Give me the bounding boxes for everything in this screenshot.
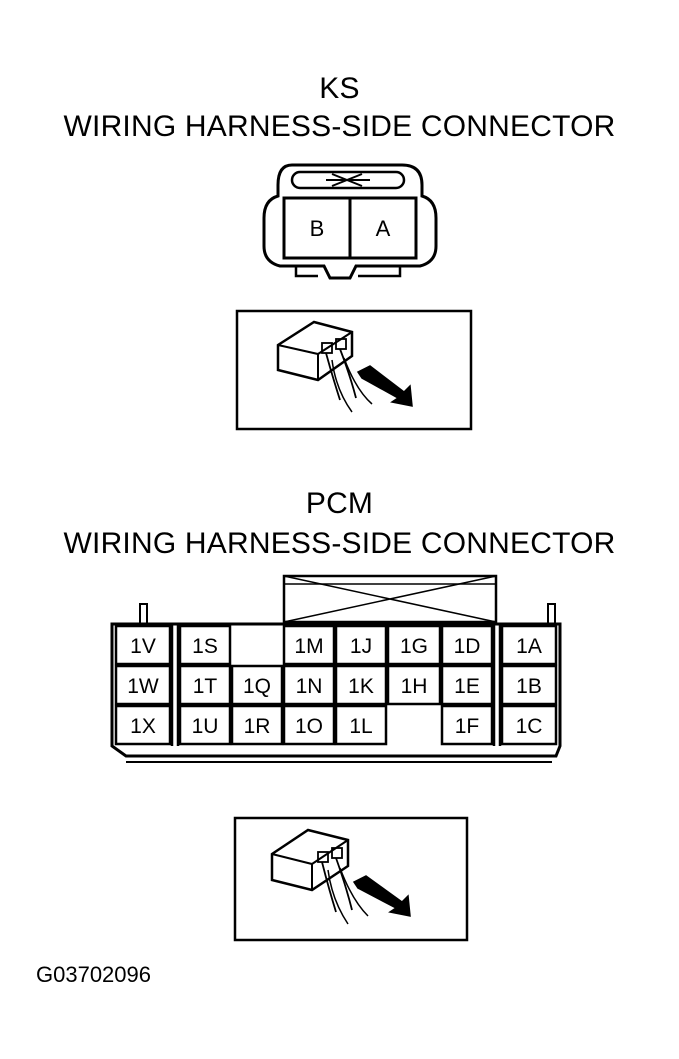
pcm-terminal-1m: 1M — [294, 635, 323, 658]
pcm-terminal-1e: 1E — [454, 675, 480, 698]
ks-terminal-a: A — [376, 216, 391, 241]
pcm-terminal-1d: 1D — [454, 635, 481, 658]
pcm-terminal-cell — [230, 704, 284, 746]
pcm-terminal-cell — [440, 624, 494, 666]
pcm-terminal-grid: 1V 1S 1M 1J 1G 1D 1A 1W 1T 1Q 1N 1K 1H 1E 1B 1X 1U 1R 1O 1L… — [114, 624, 558, 746]
pcm-terminal-1n: 1N — [296, 675, 323, 698]
pcm-terminal-1b: 1B — [516, 675, 542, 698]
pcm-terminal-cell — [114, 624, 172, 666]
pcm-terminal-1o: 1O — [295, 715, 323, 738]
pcm-terminal-cell — [440, 704, 494, 746]
ks-title: KS — [319, 72, 360, 105]
pcm-terminal-1w: 1W — [127, 675, 159, 698]
pcm-terminal-cell — [230, 664, 284, 706]
pcm-terminal-1l: 1L — [349, 715, 372, 738]
pcm-terminal-cell — [282, 664, 336, 706]
pcm-connector-diagram — [110, 574, 562, 763]
pcm-terminal-cell — [178, 664, 232, 706]
ks-subtitle: WIRING HARNESS-SIDE CONNECTOR — [63, 110, 616, 143]
pcm-terminal-1s: 1S — [192, 635, 218, 658]
pcm-terminal-cell — [114, 664, 172, 706]
pcm-terminal-1v: 1V — [130, 635, 156, 658]
pcm-subtitle: WIRING HARNESS-SIDE CONNECTOR — [63, 527, 616, 560]
pcm-terminal-cell — [282, 624, 336, 666]
pcm-terminal-cell — [386, 624, 442, 666]
pcm-title: PCM — [305, 487, 374, 520]
pcm-terminal-cell — [334, 664, 388, 706]
ks-connector-housing — [262, 163, 438, 280]
pcm-terminal-1g: 1G — [400, 635, 428, 658]
pcm-terminal-1u: 1U — [192, 715, 219, 738]
pcm-terminal-cell — [500, 624, 558, 666]
ks-probe-illustration — [235, 309, 473, 431]
pcm-terminal-1t: 1T — [193, 675, 218, 698]
pcm-terminal-cell — [500, 704, 558, 746]
pcm-terminal-cell — [114, 704, 172, 746]
pcm-terminal-cell — [282, 704, 336, 746]
pcm-terminal-1q: 1Q — [243, 675, 271, 698]
pcm-terminal-cell — [334, 704, 388, 746]
pcm-terminal-cell — [334, 624, 388, 666]
pcm-terminal-cell — [500, 664, 558, 706]
pcm-terminal-1a: 1A — [516, 635, 542, 658]
pcm-terminal-1x: 1X — [130, 715, 156, 738]
pcm-terminal-1h: 1H — [401, 675, 428, 698]
figure-code: G03702096 — [36, 962, 151, 987]
pcm-terminal-1j: 1J — [350, 635, 372, 658]
pcm-terminal-1r: 1R — [244, 715, 271, 738]
pcm-terminal-cell — [440, 664, 494, 706]
ks-terminal-b: B — [310, 216, 325, 241]
ks-probe-arrow — [356, 365, 413, 407]
pcm-probe-illustration — [233, 816, 469, 942]
pcm-terminal-1k: 1K — [348, 675, 374, 698]
pcm-terminal-1f: 1F — [455, 715, 480, 738]
pcm-terminal-cell — [178, 704, 232, 746]
pcm-terminal-1c: 1C — [516, 715, 543, 738]
pcm-terminal-cell — [386, 664, 442, 706]
pcm-probe-arrow — [352, 875, 411, 917]
pcm-terminal-cell — [178, 624, 232, 666]
